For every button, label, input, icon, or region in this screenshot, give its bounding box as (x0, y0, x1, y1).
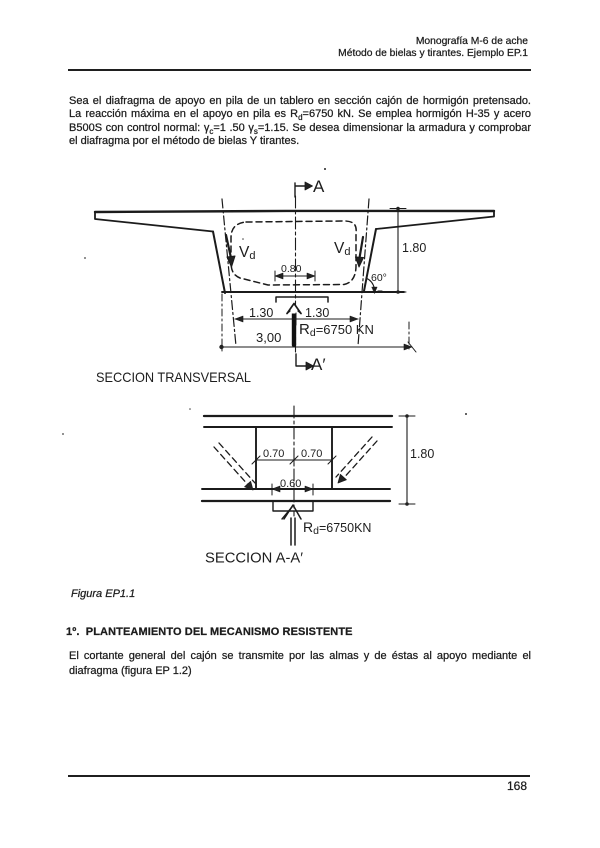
svg-text:60°: 60° (371, 272, 387, 284)
svg-text:SECCION TRANSVERSAL: SECCION TRANSVERSAL (96, 369, 251, 385)
svg-text:1.80: 1.80 (402, 241, 426, 255)
svg-text:A′: A′ (311, 355, 326, 374)
svg-text:1.30: 1.30 (249, 306, 273, 320)
svg-text:0.80: 0.80 (281, 263, 302, 275)
svg-text:Vd: Vd (334, 240, 350, 258)
svg-text:Rd=6750 KN: Rd=6750 KN (299, 321, 374, 339)
svg-text:Rd=6750KN: Rd=6750KN (303, 519, 371, 537)
svg-text:0.60: 0.60 (280, 478, 301, 490)
svg-text:A: A (313, 177, 325, 196)
svg-text:Vd: Vd (239, 244, 255, 262)
svg-text:SECCION A-A′: SECCION A-A′ (205, 550, 303, 567)
svg-text:0.70: 0.70 (263, 448, 284, 460)
svg-text:3,00: 3,00 (256, 330, 281, 345)
svg-text:1.80: 1.80 (410, 447, 434, 461)
svg-text:1.30: 1.30 (305, 306, 329, 320)
svg-text:0.70: 0.70 (301, 448, 322, 460)
